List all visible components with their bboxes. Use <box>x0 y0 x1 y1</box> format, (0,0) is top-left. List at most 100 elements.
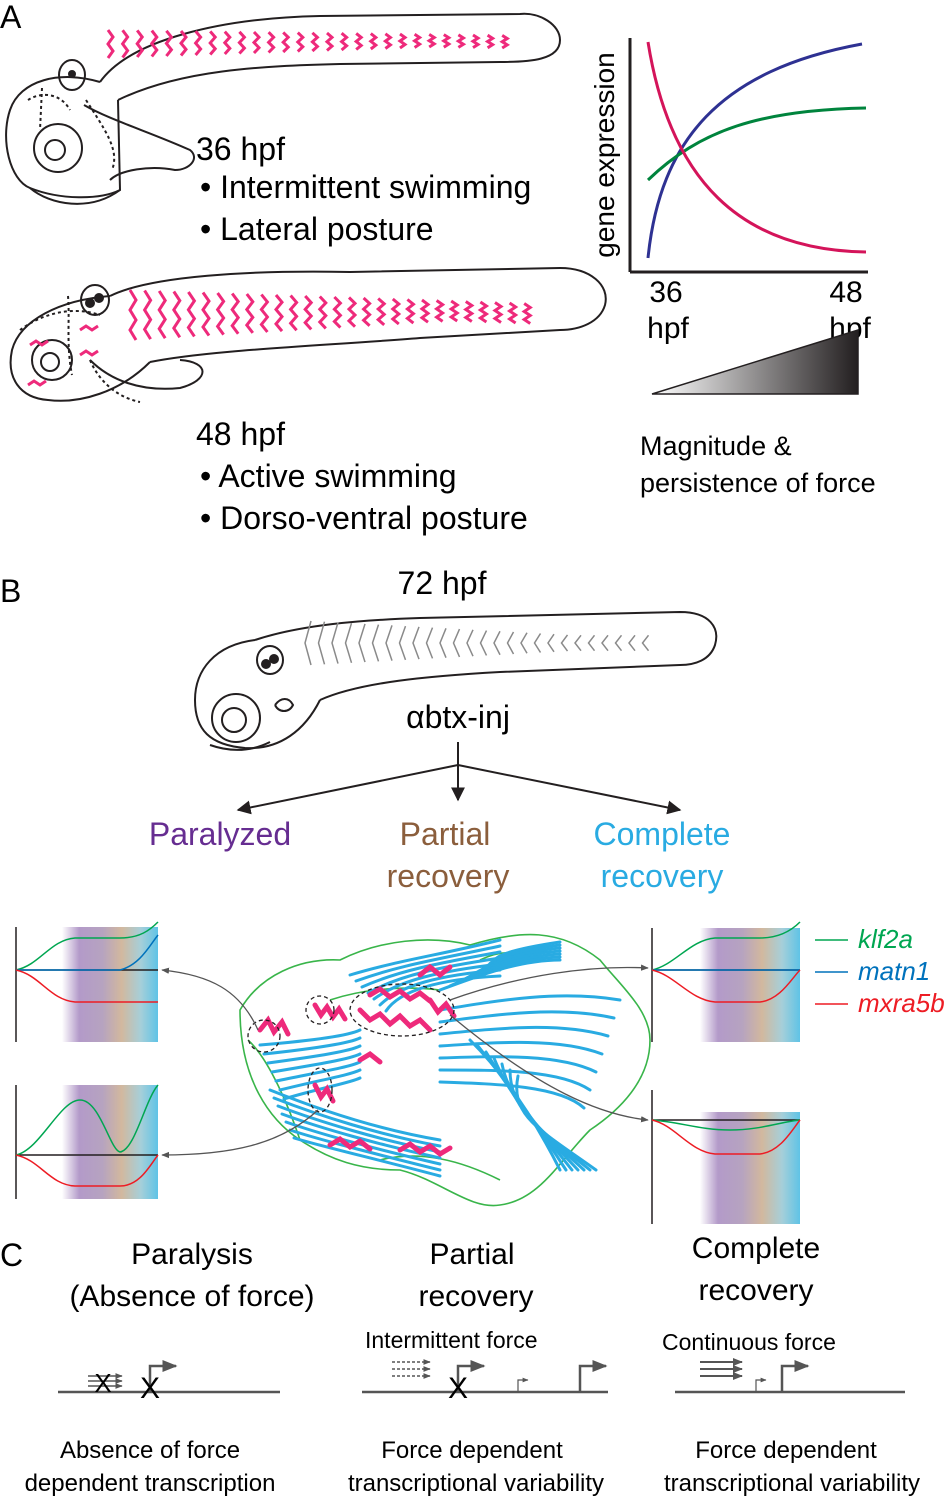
panel-b-stage: 72 hpf <box>398 565 487 601</box>
curve-decreasing-magenta <box>646 41 867 254</box>
somite-pattern-72hpf <box>304 620 650 666</box>
muscle-fiber <box>278 1068 362 1092</box>
somite-chevron <box>439 628 447 658</box>
stage-36-title: 36 hpf <box>196 131 285 167</box>
muscle-fiber <box>262 1036 362 1056</box>
somite-chevron <box>484 33 496 50</box>
intermittent-force-arrows <box>392 1359 431 1379</box>
somite-chevron <box>120 29 130 59</box>
somite-chevron <box>470 33 481 49</box>
somite-chevron <box>398 625 407 661</box>
promoter-arrow-weak <box>755 1377 767 1392</box>
partial-caption-line2: transcriptional variability <box>348 1470 604 1497</box>
muscle-fiber <box>276 1104 442 1154</box>
curve-increasing-blue <box>646 42 863 259</box>
muscle-fiber <box>378 968 502 1007</box>
continuous-force-arrows <box>700 1358 743 1380</box>
muscle-fiber <box>266 1044 362 1065</box>
legend-mxra5b: mxra5b <box>858 988 945 1018</box>
somite-chevron <box>506 301 519 325</box>
somite-chevron <box>440 33 452 49</box>
somite-chevron <box>448 299 460 323</box>
curve-increasing-green <box>646 106 867 182</box>
somite-chevron <box>317 295 328 330</box>
somite-chevron <box>332 295 343 329</box>
muscle-fiber <box>282 1076 362 1101</box>
somite-chevron <box>382 32 393 50</box>
muscle-fiber <box>270 1052 362 1074</box>
outcome-paralyzed: Paralyzed <box>149 816 291 852</box>
somite-chevron <box>106 29 115 59</box>
somite-chevron <box>404 298 416 325</box>
outcome-partial-line1: Partial <box>400 816 491 852</box>
panel-b-letter: B <box>0 573 21 609</box>
somite-chevron <box>452 628 461 658</box>
somite-chevron <box>419 298 431 324</box>
cranial-muscle-48hpf <box>27 324 99 387</box>
outcome-complete-line1: Complete <box>594 816 731 852</box>
somite-chevron <box>411 32 423 49</box>
force-block-mark: X <box>94 1368 111 1398</box>
somite-chevron <box>493 630 501 656</box>
somite-chevron <box>317 621 326 665</box>
somite-chevron <box>339 32 349 52</box>
somite-chevron <box>533 633 542 653</box>
somite-chevron <box>310 31 320 53</box>
muscle-fiber <box>438 1055 598 1074</box>
somite-pattern-48hpf <box>128 289 533 341</box>
trend-box-top-left <box>15 921 159 1042</box>
paralysis-title-line1: Paralysis <box>131 1238 253 1271</box>
graph-x-start-unit: hpf <box>647 312 689 345</box>
somite-chevron <box>186 291 197 338</box>
complete-title-line2: recovery <box>698 1274 813 1307</box>
muscle-fiber <box>272 1096 442 1148</box>
somite-chevron <box>614 634 623 652</box>
craniofacial-region-circles <box>247 983 455 1113</box>
somite-chevron <box>425 627 434 659</box>
partial-gene-schematic: X <box>362 1359 608 1405</box>
muscle-fiber <box>438 1068 592 1092</box>
graph-x-start: 36 <box>649 276 682 309</box>
somite-chevron <box>193 30 203 56</box>
paralysis-caption-line1: Absence of force <box>60 1437 240 1464</box>
somite-chevron <box>230 292 241 335</box>
panel-c-letter: C <box>0 1237 23 1273</box>
paralysis-caption-line2: dependent transcription <box>25 1470 276 1497</box>
somite-chevron <box>164 29 174 57</box>
somite-chevron <box>601 634 609 652</box>
somite-chevron <box>344 622 353 664</box>
promoter-arrow-active <box>578 1360 608 1392</box>
region-to-trend-arrows <box>161 964 649 1159</box>
stage-36-bullet-2: • Lateral posture <box>200 211 434 247</box>
panel-a-letter: A <box>0 0 22 35</box>
stage-48-bullet-2: • Dorso-ventral posture <box>200 500 528 536</box>
trend-box-top-right <box>651 921 801 1042</box>
muscle-fiber <box>354 944 502 983</box>
somite-chevron <box>455 33 467 49</box>
trend-matn1 <box>16 934 159 971</box>
somite-chevron <box>628 634 636 652</box>
force-label-line2: persistence of force <box>640 468 876 498</box>
trend-box-bottom-left <box>15 1084 159 1199</box>
somite-chevron <box>506 631 515 655</box>
muscle-fiber <box>292 1136 442 1178</box>
partial-title-line1: Partial <box>429 1238 514 1271</box>
gene-expression-graph: gene expression 36 hpf 48 hpf <box>589 38 872 345</box>
somite-chevron <box>466 629 474 657</box>
somite-chevron <box>397 32 408 50</box>
somite-chevron <box>479 630 488 656</box>
outcome-partial-line2: recovery <box>387 858 510 894</box>
somite-chevron <box>172 290 182 339</box>
somite-chevron <box>375 297 387 327</box>
somite-chevron <box>331 622 339 664</box>
larva-72hpf <box>193 610 718 751</box>
stage-48-bullet-1: • Active swimming <box>200 458 457 494</box>
muscle-fiber <box>438 1040 604 1056</box>
graph-ylabel: gene expression <box>589 52 620 257</box>
muscle-fiber <box>486 943 562 972</box>
somite-chevron <box>499 34 511 50</box>
somite-chevron <box>208 30 218 56</box>
somite-chevron <box>288 294 299 332</box>
partial-caption-line1: Force dependent <box>381 1437 563 1464</box>
promoter-arrow-blocked <box>456 1360 486 1392</box>
